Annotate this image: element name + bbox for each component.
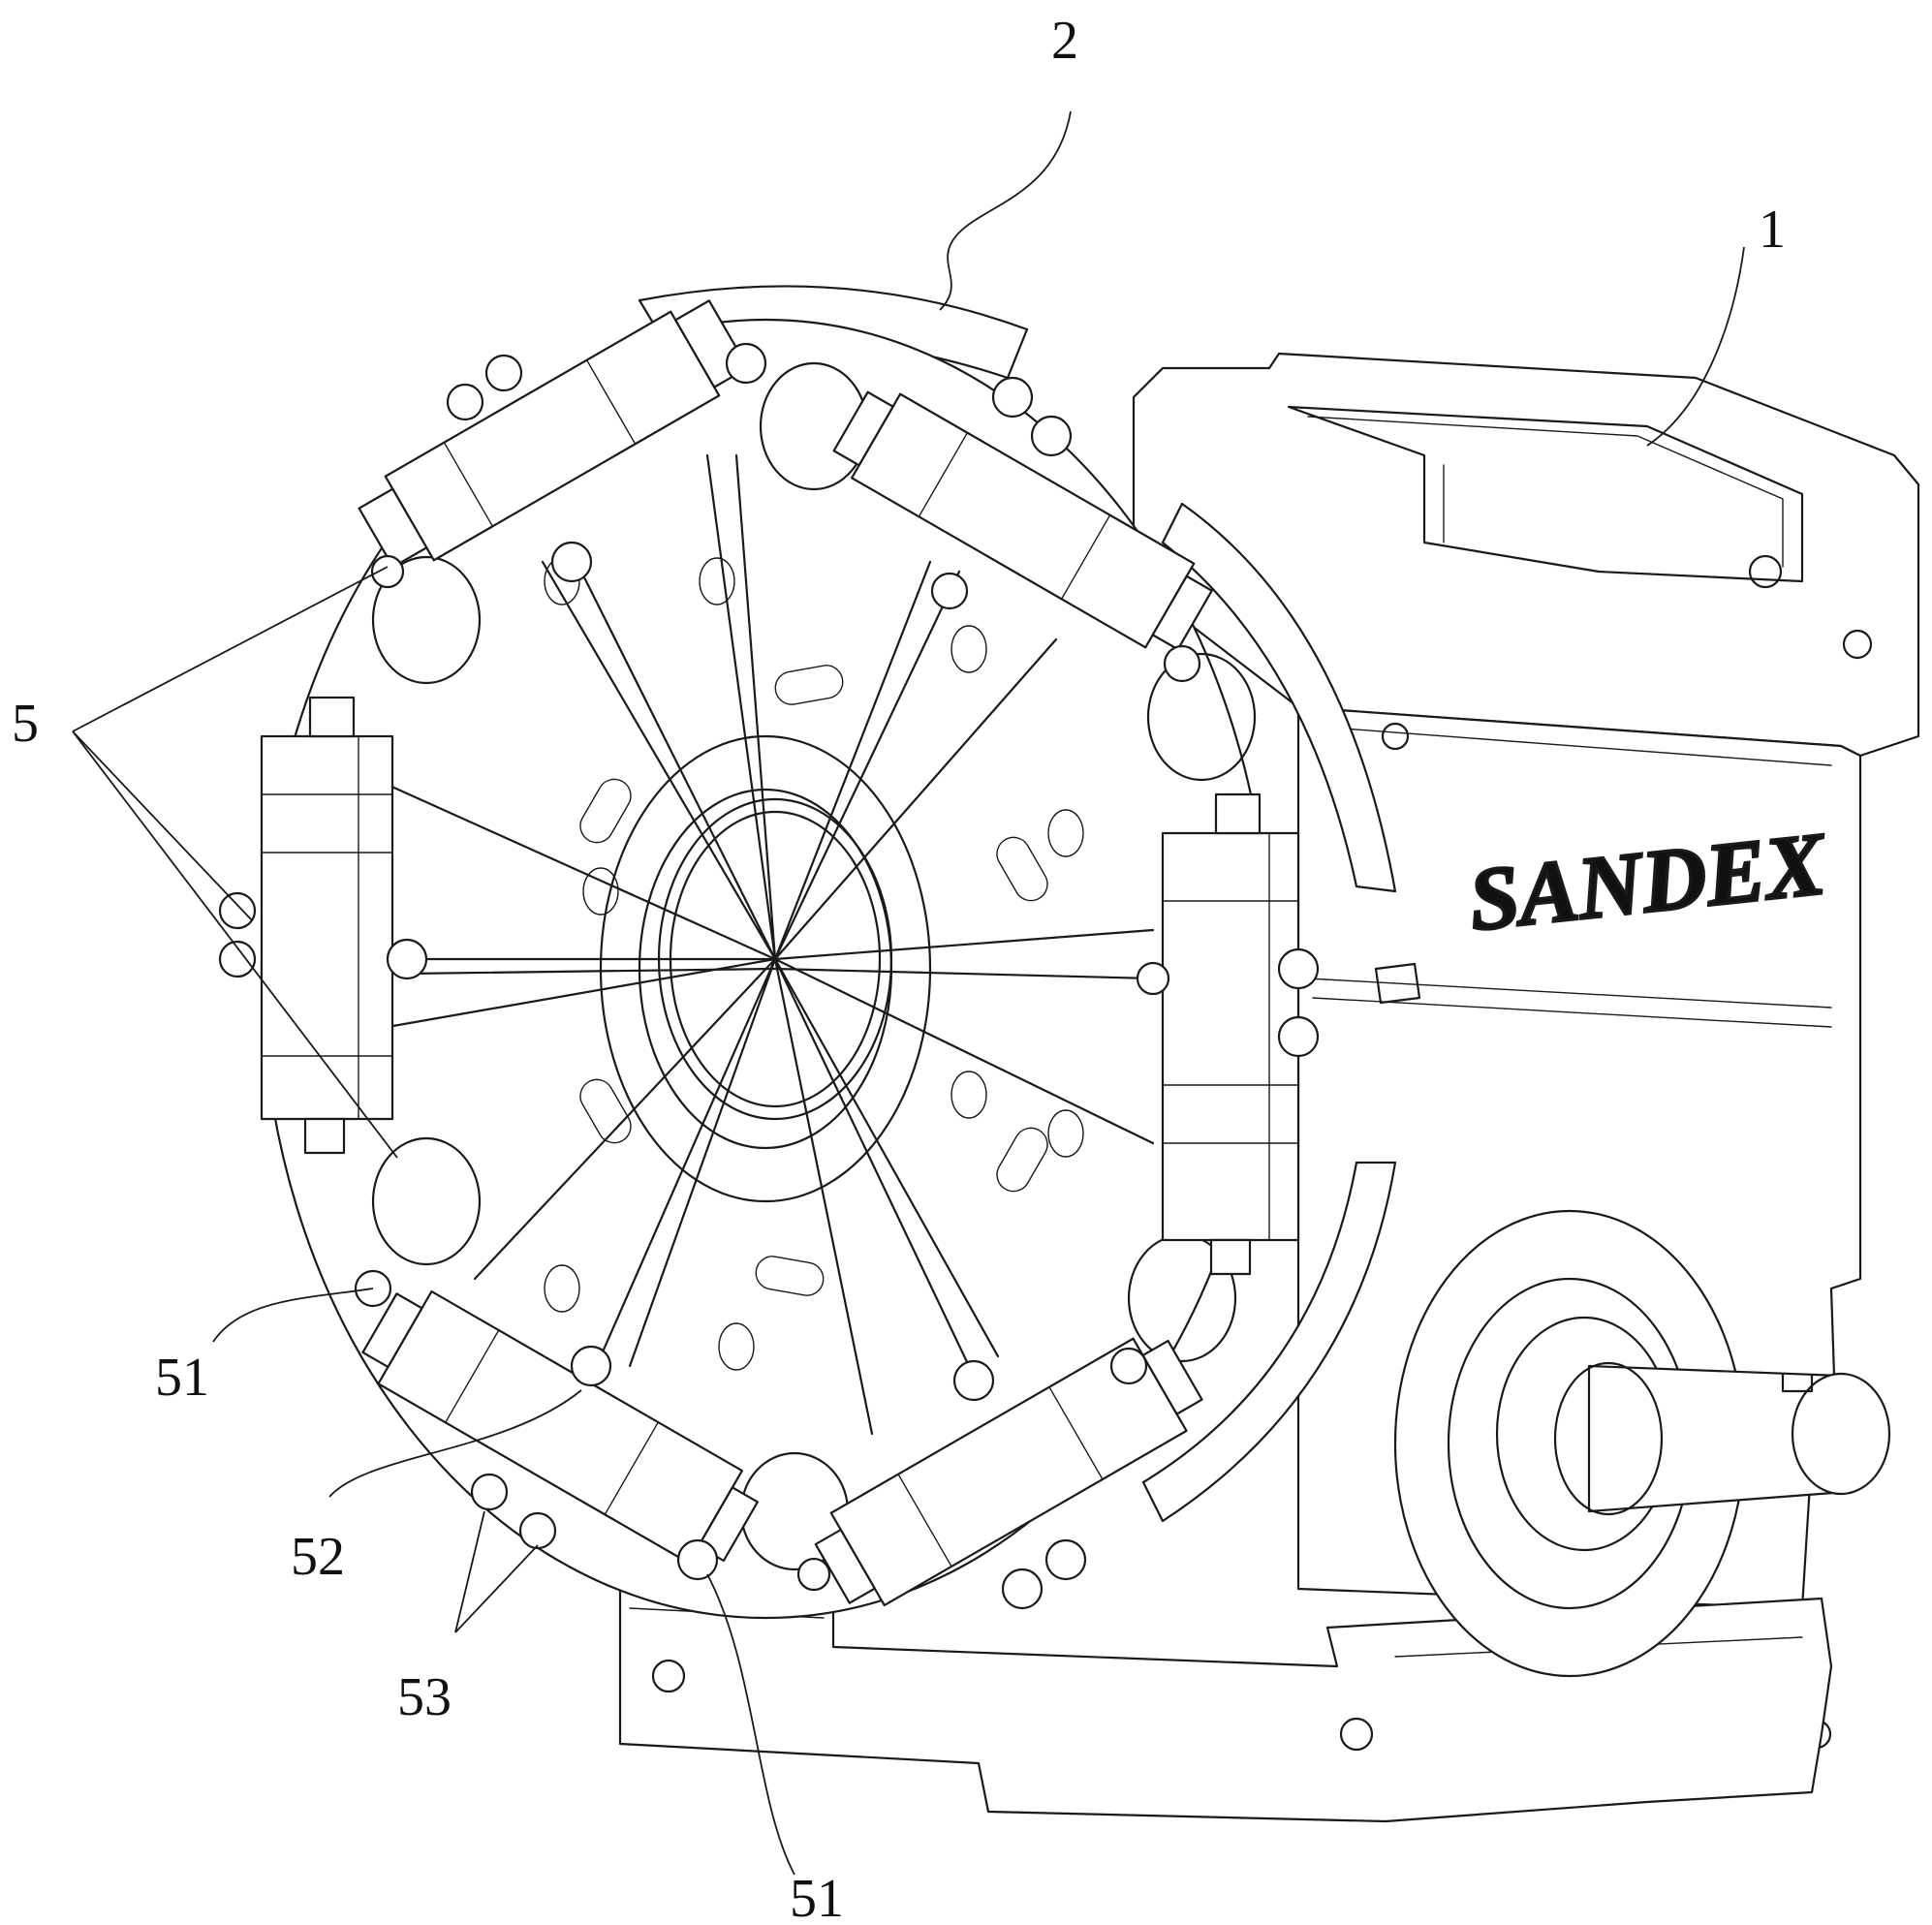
valve-left [218, 696, 428, 1155]
label-51-left: 51 [155, 1348, 209, 1408]
valve-blocks [218, 299, 1320, 1610]
reference-labels: 2 1 5 51 52 53 51 [12, 11, 1786, 1925]
radial-pipes [386, 453, 1155, 1436]
valve-lower-right [814, 1337, 1203, 1607]
label-51-bottom: 51 [790, 1869, 844, 1925]
label-5: 5 [12, 694, 39, 754]
disk-holes [371, 361, 1257, 1571]
leader-lines [72, 110, 1745, 1876]
distribution-disk [260, 285, 1397, 1620]
valve-upper-right [832, 390, 1213, 651]
brand-text: SANDEX [1464, 814, 1831, 949]
gearbox-housing: SANDEX [618, 352, 1920, 1823]
label-52: 52 [291, 1527, 345, 1587]
label-2: 2 [1051, 11, 1078, 71]
label-53: 53 [397, 1667, 452, 1727]
valve-right [1136, 792, 1320, 1276]
label-1: 1 [1759, 200, 1786, 260]
